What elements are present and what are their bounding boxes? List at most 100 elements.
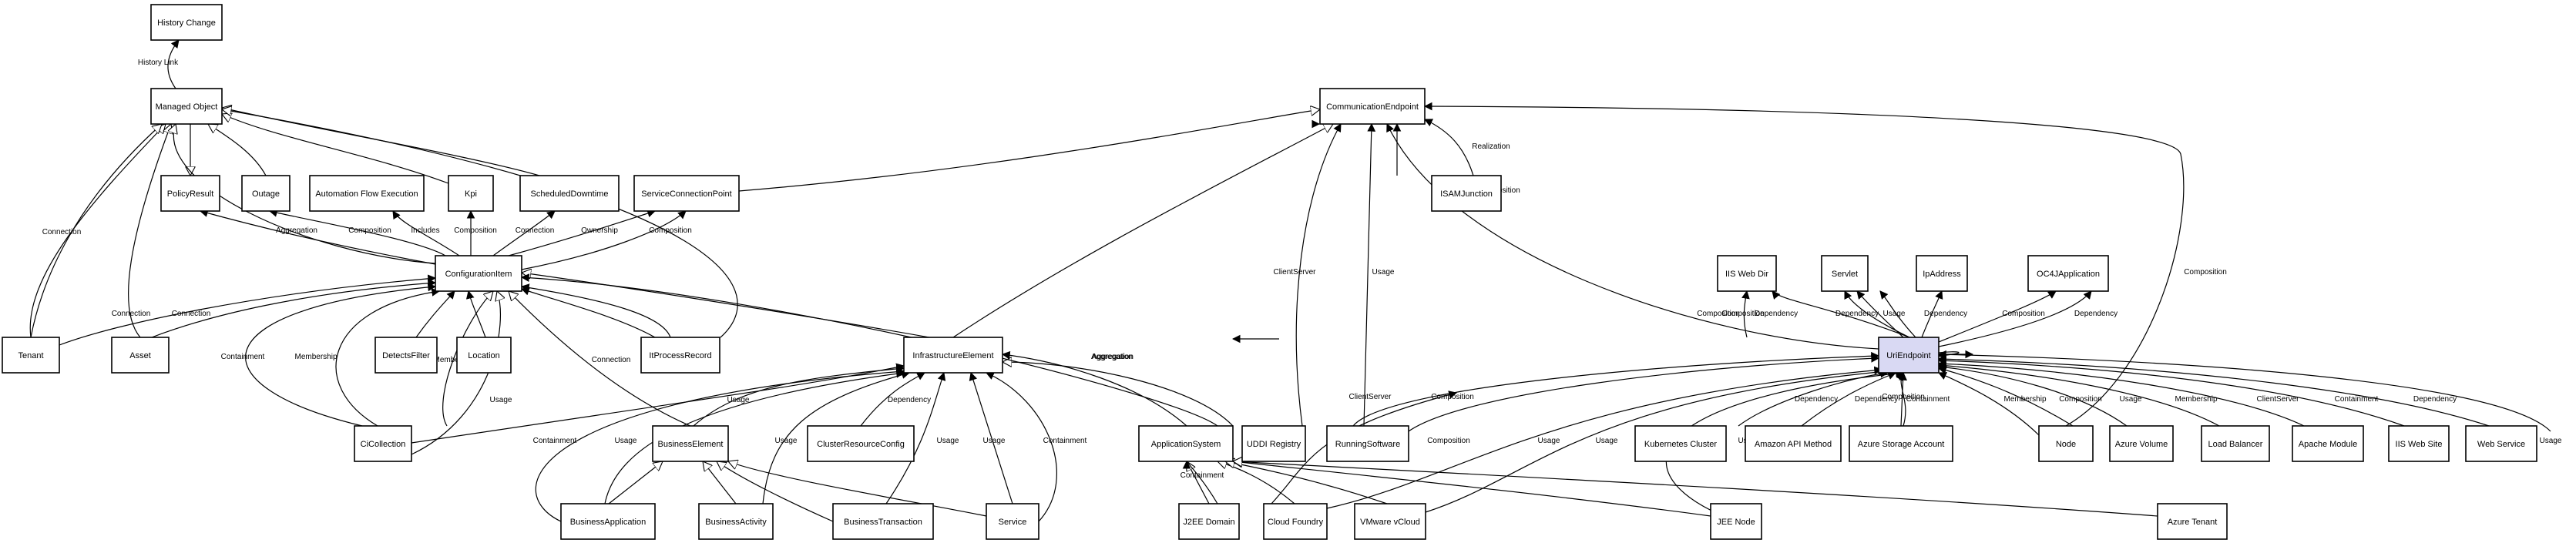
node-azure-volume[interactable]: Azure Volume xyxy=(2109,425,2174,462)
node-label: IIS Web Dir xyxy=(1725,270,1768,279)
node-history-change[interactable]: History Change xyxy=(150,4,223,41)
node-box xyxy=(241,175,291,212)
edge-label: ClientServer xyxy=(1348,393,1392,401)
node-outage[interactable]: Outage xyxy=(241,175,291,212)
node-isam-junction[interactable]: ISAMJunction xyxy=(1431,175,1502,212)
node-box xyxy=(2,337,60,374)
relationship-line xyxy=(952,124,1333,338)
node-business-transaction[interactable]: BusinessTransaction xyxy=(832,503,934,540)
edge-usage: Usage xyxy=(411,363,905,444)
node-j2ee-domain[interactable]: J2EE Domain xyxy=(1178,503,1240,540)
edge-membership: Membership xyxy=(1938,372,2047,436)
node-web-service[interactable]: Web Service xyxy=(2465,425,2537,462)
edge-path xyxy=(30,124,162,338)
node-azure-tenant[interactable]: Azure Tenant xyxy=(2157,503,2228,540)
node-cluster-resource-config[interactable]: ClusterResourceConfig xyxy=(807,425,915,462)
edge-path xyxy=(520,283,671,338)
node-business-element[interactable]: BusinessElement xyxy=(652,425,729,462)
node-iis-web-dir[interactable]: IIS Web Dir xyxy=(1717,255,1777,292)
node-box xyxy=(1878,337,1940,374)
edge-label: Usage xyxy=(1538,437,1560,445)
edge-path xyxy=(1772,290,1910,338)
node-asset[interactable]: Asset xyxy=(111,337,170,374)
edge-path xyxy=(508,209,657,256)
node-tenant[interactable]: Tenant xyxy=(2,337,60,374)
edge-label: Containment xyxy=(533,437,577,445)
node-cloud-foundry[interactable]: Cloud Foundry xyxy=(1263,503,1328,540)
node-ip-address[interactable]: IpAddress xyxy=(1916,255,1968,292)
node-running-software[interactable]: RunningSoftware xyxy=(1326,425,1409,462)
edge-label: Realization xyxy=(1472,142,1510,151)
node-policy-result[interactable]: PolicyResult xyxy=(160,175,220,212)
edge-path xyxy=(1938,372,2040,436)
edge-path xyxy=(693,364,905,427)
node-infrastructure-element[interactable]: InfrastructureElement xyxy=(903,337,1003,374)
edge-realization: Realization xyxy=(1424,119,1510,176)
node-amazon-api-method[interactable]: Amazon API Method xyxy=(1745,425,1842,462)
relationship-line xyxy=(222,114,449,184)
edge-label: Composition xyxy=(1697,310,1740,318)
edge-path xyxy=(1363,122,1376,427)
edge-path xyxy=(1001,350,1187,427)
node-load-balancer[interactable]: Load Balancer xyxy=(2201,425,2270,462)
edge-containment: Containment xyxy=(221,283,437,427)
node-label: DetectsFilter xyxy=(382,351,430,360)
node-application-system[interactable]: ApplicationSystem xyxy=(1138,425,1234,462)
edge-path xyxy=(465,290,486,338)
node-uddi-registry[interactable]: UDDI Registry xyxy=(1241,425,1306,462)
edge-path xyxy=(1182,460,1218,504)
edge-containment: Containment xyxy=(533,367,905,522)
node-service[interactable]: Service xyxy=(986,503,1039,540)
edge-composition: Composition xyxy=(1721,290,1765,338)
node-box xyxy=(1319,88,1426,125)
node-iis-web-site[interactable]: IIS Web Site xyxy=(2388,425,2450,462)
edge-label: Connection xyxy=(172,310,211,318)
node-box xyxy=(1241,425,1306,462)
node-location[interactable]: Location xyxy=(456,337,512,374)
node-uri-endpoint[interactable]: UriEndpoint xyxy=(1878,337,1940,374)
node-configuration-item[interactable]: ConfigurationItem xyxy=(435,255,522,292)
node-communication-endpoint[interactable]: CommunicationEndpoint xyxy=(1319,88,1426,125)
node-azure-storage-account[interactable]: Azure Storage Account xyxy=(1849,425,1953,462)
edge-label: Usage xyxy=(490,396,512,404)
node-apache-module[interactable]: Apache Module xyxy=(2292,425,2364,462)
relationship-line xyxy=(1003,362,1234,427)
edge-path xyxy=(986,372,1057,522)
node-label: Asset xyxy=(129,351,151,360)
node-node[interactable]: Node xyxy=(2038,425,2094,462)
node-it-process-record[interactable]: ItProcessRecord xyxy=(640,337,720,374)
edge-usage: Usage xyxy=(1363,122,1395,427)
node-business-activity[interactable]: BusinessActivity xyxy=(698,503,774,540)
node-box xyxy=(1745,425,1842,462)
node-label: JEE Node xyxy=(1717,518,1755,527)
edge-path xyxy=(1899,371,1907,427)
relationship-line xyxy=(728,461,987,517)
node-label: CommunicationEndpoint xyxy=(1326,102,1419,112)
node-jee-node[interactable]: JEE Node xyxy=(1710,503,1762,540)
edge-includes: Includes xyxy=(392,210,460,256)
node-oc4j-application[interactable]: OC4JApplication xyxy=(2027,255,2109,292)
node-label: Amazon API Method xyxy=(1755,440,1832,449)
node-box xyxy=(456,337,512,374)
node-servlet[interactable]: Servlet xyxy=(1821,255,1869,292)
node-label: IpAddress xyxy=(1923,270,1961,279)
node-automation-flow[interactable]: Automation Flow Execution xyxy=(309,175,425,212)
edge-label: Usage xyxy=(1883,310,1906,318)
edge-path xyxy=(1937,356,2405,427)
node-label: Cloud Foundry xyxy=(1268,518,1324,527)
node-scheduled-downtime[interactable]: ScheduledDowntime xyxy=(519,175,620,212)
node-business-application[interactable]: BusinessApplication xyxy=(560,503,656,540)
node-vmware-vcloud[interactable]: VMware vCloud xyxy=(1354,503,1426,540)
node-kubernetes-cluster[interactable]: Kubernetes Cluster xyxy=(1634,425,1727,462)
edge-dependency: Dependency xyxy=(1835,290,1904,338)
node-ci-collection[interactable]: CiCollection xyxy=(354,425,412,462)
node-label: ClusterResourceConfig xyxy=(817,440,905,449)
node-managed-object[interactable]: Managed Object xyxy=(150,88,223,125)
node-service-connection-point[interactable]: ServiceConnectionPoint xyxy=(633,175,740,212)
node-detects-filter[interactable]: DetectsFilter xyxy=(374,337,438,374)
edge-label: Connection xyxy=(592,356,631,364)
node-kpi[interactable]: Kpi xyxy=(448,175,494,212)
node-label: PolicyResult xyxy=(167,189,214,199)
edge-path xyxy=(1801,371,1897,427)
